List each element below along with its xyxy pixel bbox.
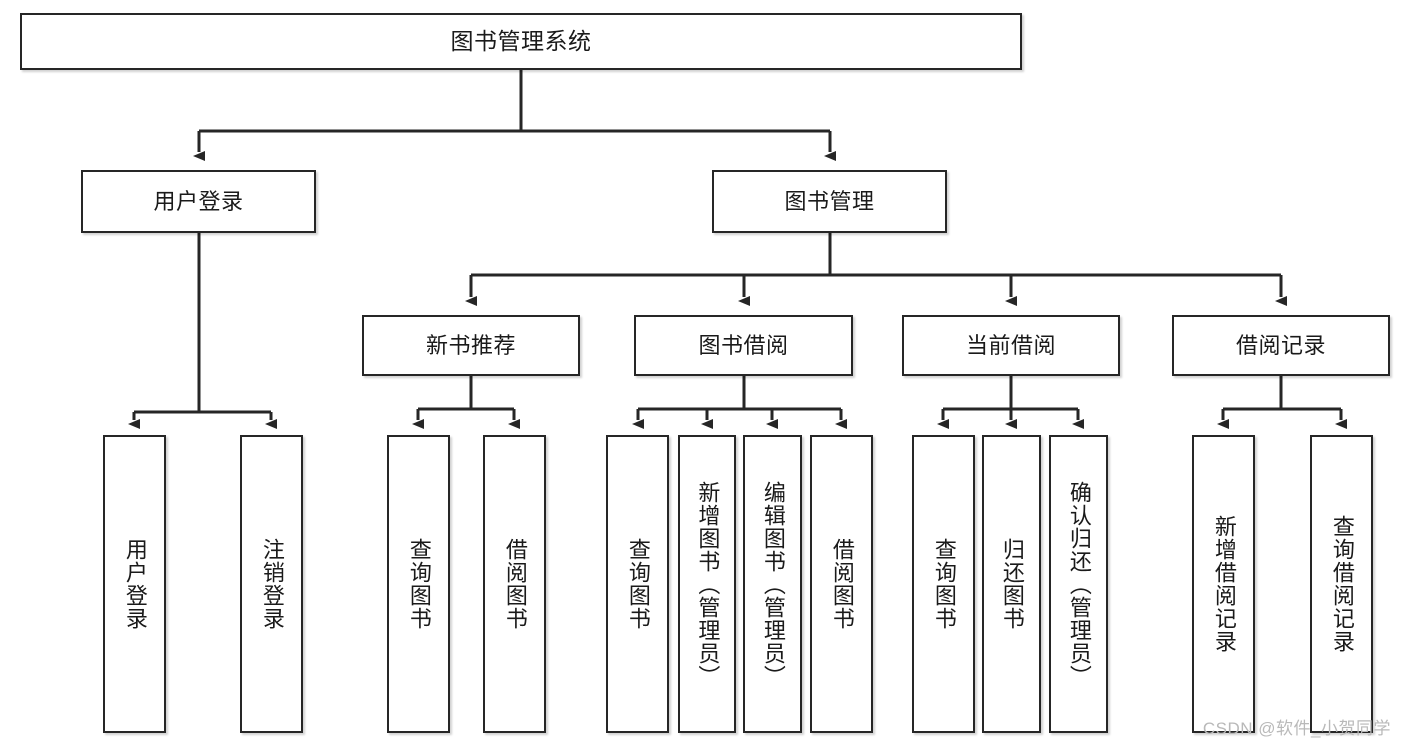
leaf-query-book-1-label: 查询图书	[406, 538, 432, 630]
node-book-manage-label: 图书管理	[784, 188, 875, 214]
node-book-manage[interactable]: 图书管理	[712, 170, 947, 233]
leaf-return-book[interactable]: 归还图书	[982, 435, 1041, 733]
leaf-return-book-label: 归还图书	[999, 538, 1025, 630]
leaf-borrow-book-2[interactable]: 借阅图书	[810, 435, 873, 733]
node-borrow-record[interactable]: 借阅记录	[1172, 315, 1390, 376]
node-new-book-recommend[interactable]: 新书推荐	[362, 315, 580, 376]
leaf-query-book-3[interactable]: 查询图书	[912, 435, 975, 733]
leaf-query-record[interactable]: 查询借阅记录	[1310, 435, 1373, 733]
csdn-watermark: CSDN @软件_小贺同学	[1202, 719, 1391, 738]
leaf-add-book-label: 新增图书（管理员）	[695, 480, 721, 688]
node-user-login-label: 用户登录	[153, 188, 244, 214]
leaf-edit-book-label: 编辑图书（管理员）	[760, 480, 786, 688]
node-root-label: 图书管理系统	[450, 27, 592, 54]
leaf-add-record[interactable]: 新增借阅记录	[1192, 435, 1255, 733]
leaf-query-book-2[interactable]: 查询图书	[606, 435, 669, 733]
node-root[interactable]: 图书管理系统	[20, 13, 1022, 70]
leaf-confirm-return[interactable]: 确认归还（管理员）	[1049, 435, 1108, 733]
leaf-add-record-label: 新增借阅记录	[1211, 515, 1237, 653]
node-current-borrow-label: 当前借阅	[965, 332, 1056, 358]
node-borrow-record-label: 借阅记录	[1235, 332, 1326, 358]
node-user-login[interactable]: 用户登录	[81, 170, 316, 233]
leaf-query-book-1[interactable]: 查询图书	[387, 435, 450, 733]
leaf-edit-book[interactable]: 编辑图书（管理员）	[743, 435, 802, 733]
node-current-borrow[interactable]: 当前借阅	[902, 315, 1120, 376]
leaf-logout-login[interactable]: 注销登录	[240, 435, 303, 733]
leaf-logout-login-label: 注销登录	[259, 538, 285, 630]
leaf-query-book-2-label: 查询图书	[625, 538, 651, 630]
leaf-user-login[interactable]: 用户登录	[103, 435, 166, 733]
leaf-add-book[interactable]: 新增图书（管理员）	[678, 435, 736, 733]
leaf-borrow-book-1[interactable]: 借阅图书	[483, 435, 546, 733]
node-book-borrow-label: 图书借阅	[698, 332, 789, 358]
leaf-confirm-return-label: 确认归还（管理员）	[1066, 480, 1092, 688]
leaf-user-login-label: 用户登录	[122, 538, 148, 630]
node-book-borrow[interactable]: 图书借阅	[634, 315, 853, 376]
leaf-borrow-book-1-label: 借阅图书	[502, 538, 528, 630]
node-new-book-recommend-label: 新书推荐	[425, 332, 516, 358]
leaf-query-book-3-label: 查询图书	[931, 538, 957, 630]
leaf-borrow-book-2-label: 借阅图书	[829, 538, 855, 630]
leaf-query-record-label: 查询借阅记录	[1329, 515, 1355, 653]
